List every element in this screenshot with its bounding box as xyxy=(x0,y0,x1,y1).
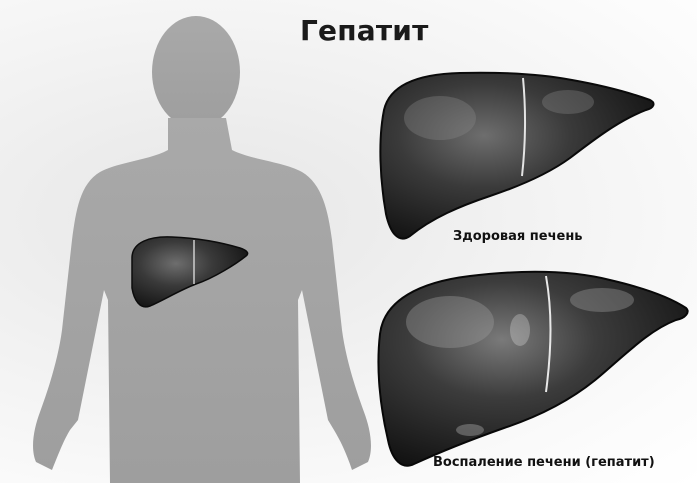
healthy-liver-shape xyxy=(380,73,653,239)
inflamed-liver-highlight-right xyxy=(570,288,634,312)
inflamed-liver-highlight xyxy=(406,296,494,348)
page-title: Гепатит xyxy=(300,14,429,47)
inflamed-liver-label: Воспаление печени (гепатит) xyxy=(433,455,655,470)
silhouette-head xyxy=(152,16,240,128)
healthy-liver-highlight xyxy=(404,96,476,140)
inflamed-liver-gloss xyxy=(510,314,530,346)
healthy-liver-label: Здоровая печень xyxy=(453,229,583,244)
healthy-liver-highlight-right xyxy=(542,90,594,114)
healthy-liver xyxy=(380,73,653,239)
inflamed-liver xyxy=(378,272,687,466)
silhouette-body xyxy=(33,118,371,483)
inflamed-liver-gloss-lower xyxy=(456,424,484,436)
